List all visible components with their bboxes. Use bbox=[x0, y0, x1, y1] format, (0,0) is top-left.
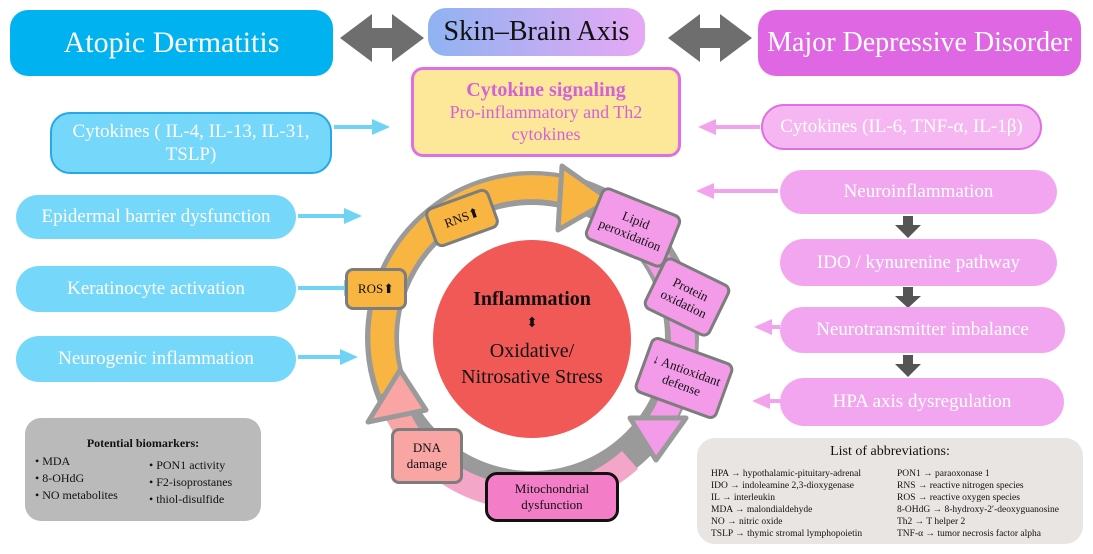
biomarkers-title: Potential biomarkers: bbox=[86, 436, 200, 450]
neuroinflammation-box: Neuroinflammation bbox=[780, 170, 1057, 214]
mitochondrial-dysfunction-node: Mitochondrial dysfunction bbox=[485, 472, 619, 522]
abbreviation-entry: ROS → reactive oxygen species bbox=[897, 493, 1020, 503]
ros-node: ROS⬆ bbox=[345, 268, 407, 310]
oxidative-stress-label: Oxidative/ Nitrosative Stress bbox=[461, 338, 603, 390]
biomarker-item: • thiol-disulfide bbox=[149, 492, 225, 506]
right-arrows bbox=[696, 119, 780, 409]
biomarker-text: NO metabolites bbox=[42, 488, 118, 502]
skin-brain-axis-title: Skin–Brain Axis bbox=[428, 8, 645, 56]
abbreviations-title: List of abbreviations: bbox=[830, 444, 950, 459]
oxidative-stress-line1: Oxidative/ bbox=[489, 340, 575, 362]
cytokine-signaling-heading: Cytokine signaling bbox=[466, 79, 626, 101]
atopic-dermatitis-title: Atopic Dermatitis bbox=[10, 10, 333, 76]
biomarker-item: • PON1 activity bbox=[149, 458, 226, 472]
inflammation-heading: Inflammation bbox=[473, 288, 591, 310]
abbreviation-entry: HPA → hypothalamic-pituitary-adrenal bbox=[711, 469, 862, 479]
abbreviation-entry: IL → interleukin bbox=[711, 493, 776, 503]
inflammation-circle: Inflammation ⬍ Oxidative/ Nitrosative St… bbox=[433, 240, 631, 438]
up-down-arrow-icon: ⬍ bbox=[526, 316, 538, 331]
abbreviation-entry: PON1 → paraoxonase 1 bbox=[897, 469, 990, 479]
double-arrow-right-icon bbox=[668, 14, 752, 62]
abbreviation-entry: RNS → reactive nitrogen species bbox=[897, 481, 1024, 491]
oxidative-stress-line2: Nitrosative Stress bbox=[461, 366, 603, 388]
mdd-cytokines-box: Cytokines (IL-6, TNF-α, IL-1β) bbox=[761, 104, 1042, 150]
neurogenic-inflammation-box: Neurogenic inflammation bbox=[16, 336, 296, 382]
biomarker-item: • NO metabolites bbox=[35, 488, 118, 502]
biomarker-text: thiol-disulfide bbox=[156, 492, 225, 506]
abbreviation-entry: IDO → indoleamine 2,3-dioxygenase bbox=[711, 481, 854, 491]
cytokine-signaling-subtitle: Pro-inflammatory and Th2 cytokines bbox=[449, 102, 643, 144]
dna-damage-node: DNA damage bbox=[391, 428, 463, 484]
abbreviations-panel: List of abbreviations: HPA → hypothalami… bbox=[697, 438, 1083, 544]
keratinocyte-activation-box: Keratinocyte activation bbox=[16, 266, 296, 312]
abbreviation-entry: TNF-α → tumor necrosis factor alpha bbox=[897, 529, 1042, 539]
down-arrows bbox=[895, 216, 921, 377]
cytokine-signaling-box: Cytokine signaling Pro-inflammatory and … bbox=[411, 67, 681, 157]
biomarker-item: • 8-OHdG bbox=[35, 471, 85, 485]
epidermal-barrier-box: Epidermal barrier dysfunction bbox=[16, 195, 296, 239]
biomarker-item: • MDA bbox=[35, 454, 71, 468]
biomarker-item: • F2-isoprostanes bbox=[149, 475, 233, 489]
ido-kynurenine-box: IDO / kynurenine pathway bbox=[780, 239, 1057, 286]
abbreviation-entry: Th2 → T helper 2 bbox=[897, 517, 966, 527]
biomarker-text: F2-isoprostanes bbox=[156, 475, 233, 489]
double-arrow-left-icon bbox=[340, 14, 424, 62]
biomarker-text: 8-OHdG bbox=[42, 471, 85, 485]
abbreviation-entry: TSLP → thymic stromal lymphopoietin bbox=[711, 529, 863, 539]
abbreviation-entry: MDA → malondialdehyde bbox=[711, 505, 813, 515]
neurotransmitter-imbalance-box: Neurotransmitter imbalance bbox=[780, 307, 1065, 353]
abbreviation-entry: 8-OHdG → 8-hydroxy-2′-deoxyguanosine bbox=[897, 505, 1059, 515]
abbreviation-entry: NO → nitric oxide bbox=[711, 517, 783, 527]
major-depressive-disorder-title: Major Depressive Disorder bbox=[758, 10, 1081, 76]
biomarkers-panel: Potential biomarkers: • MDA • 8-OHdG • N… bbox=[25, 418, 261, 521]
biomarker-text: PON1 activity bbox=[156, 458, 226, 472]
hpa-axis-box: HPA axis dysregulation bbox=[780, 378, 1064, 426]
ad-cytokines-box: Cytokines ( IL-4, IL-13, IL-31, TSLP) bbox=[50, 112, 332, 174]
biomarker-text: MDA bbox=[42, 454, 71, 468]
